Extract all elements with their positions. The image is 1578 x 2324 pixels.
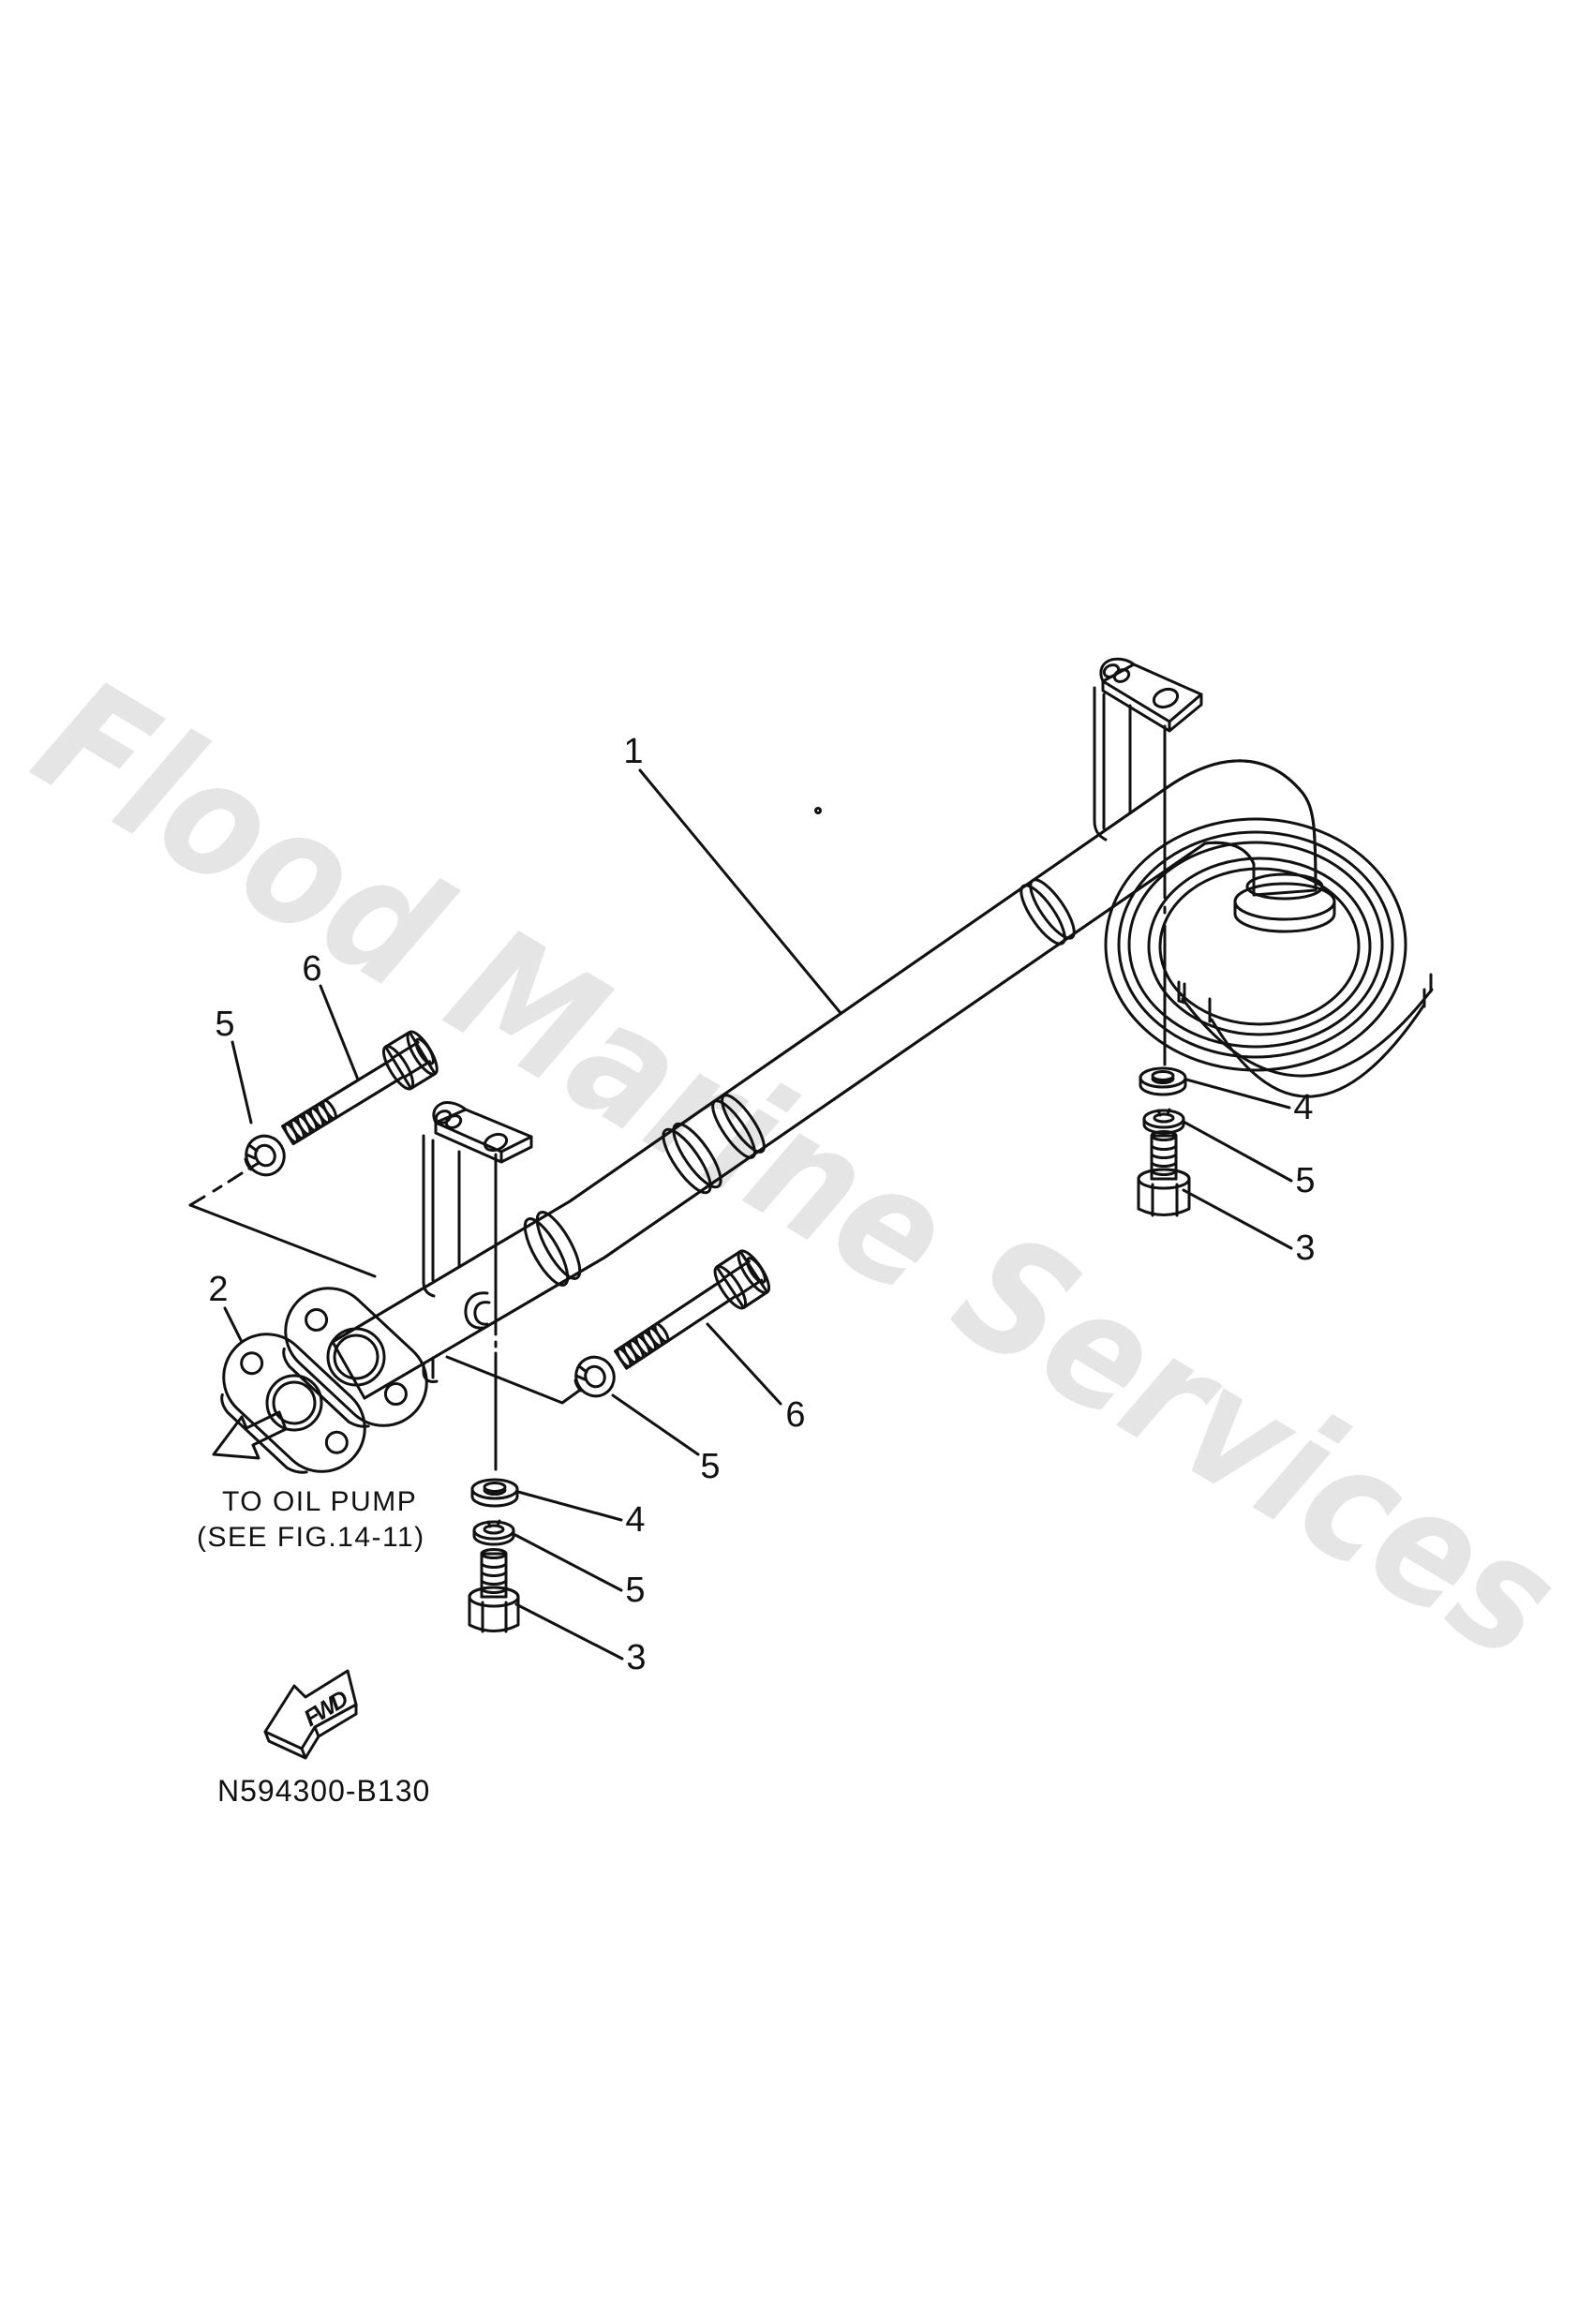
- bracket-middle: [422, 1101, 533, 1383]
- spring-washer-middle: [573, 1355, 616, 1398]
- washer-lower: [470, 1478, 519, 1508]
- fwd-label: FWD: [300, 1685, 353, 1732]
- callout-1: 1: [623, 732, 643, 771]
- note-see-fig: (SEE FIG.14-11): [197, 1522, 425, 1553]
- fwd-arrow-icon: [263, 1669, 358, 1760]
- oil-strainer-diagram: [188, 657, 1434, 1760]
- strainer-disc: [1104, 817, 1434, 1098]
- note-to-oil-pump: TO OIL PUMP: [222, 1486, 417, 1517]
- bolt-long-left: [281, 1030, 439, 1146]
- drawing-code: N594300-B130: [217, 1774, 430, 1808]
- callout-5: 5: [1295, 1161, 1315, 1200]
- callout-4: 4: [1293, 1088, 1313, 1127]
- leader-lines: [223, 768, 1293, 1661]
- bracket-right: [1093, 657, 1203, 842]
- spring-washer-right: [1142, 1108, 1185, 1135]
- callout-numbers: 1 2 6 5 6 5 4 5 3 4 5 3: [208, 732, 1315, 1677]
- callout-2: 2: [208, 1270, 228, 1309]
- callout-5: 5: [215, 1005, 234, 1044]
- callout-4: 4: [625, 1500, 645, 1540]
- callout-5: 5: [625, 1571, 645, 1610]
- callout-6: 6: [302, 949, 321, 989]
- direction-arrow-icon: [212, 1410, 288, 1460]
- tube-flange: [282, 1287, 428, 1428]
- callout-6: 6: [785, 1395, 805, 1435]
- callout-3: 3: [626, 1638, 646, 1677]
- bolt-right: [1137, 1130, 1191, 1217]
- washer-right: [1139, 1066, 1187, 1096]
- bolt-long-middle: [614, 1249, 771, 1370]
- callout-5: 5: [700, 1447, 720, 1486]
- flange-gasket: [220, 1333, 366, 1474]
- stray-dot: [814, 807, 822, 814]
- center-lines: [188, 724, 1167, 1471]
- callout-3: 3: [1295, 1229, 1315, 1268]
- bolt-lower: [468, 1548, 520, 1633]
- spring-washer-lower: [472, 1519, 515, 1546]
- spring-washer-left: [244, 1134, 286, 1177]
- oil-pickup-tube: [331, 759, 1324, 1400]
